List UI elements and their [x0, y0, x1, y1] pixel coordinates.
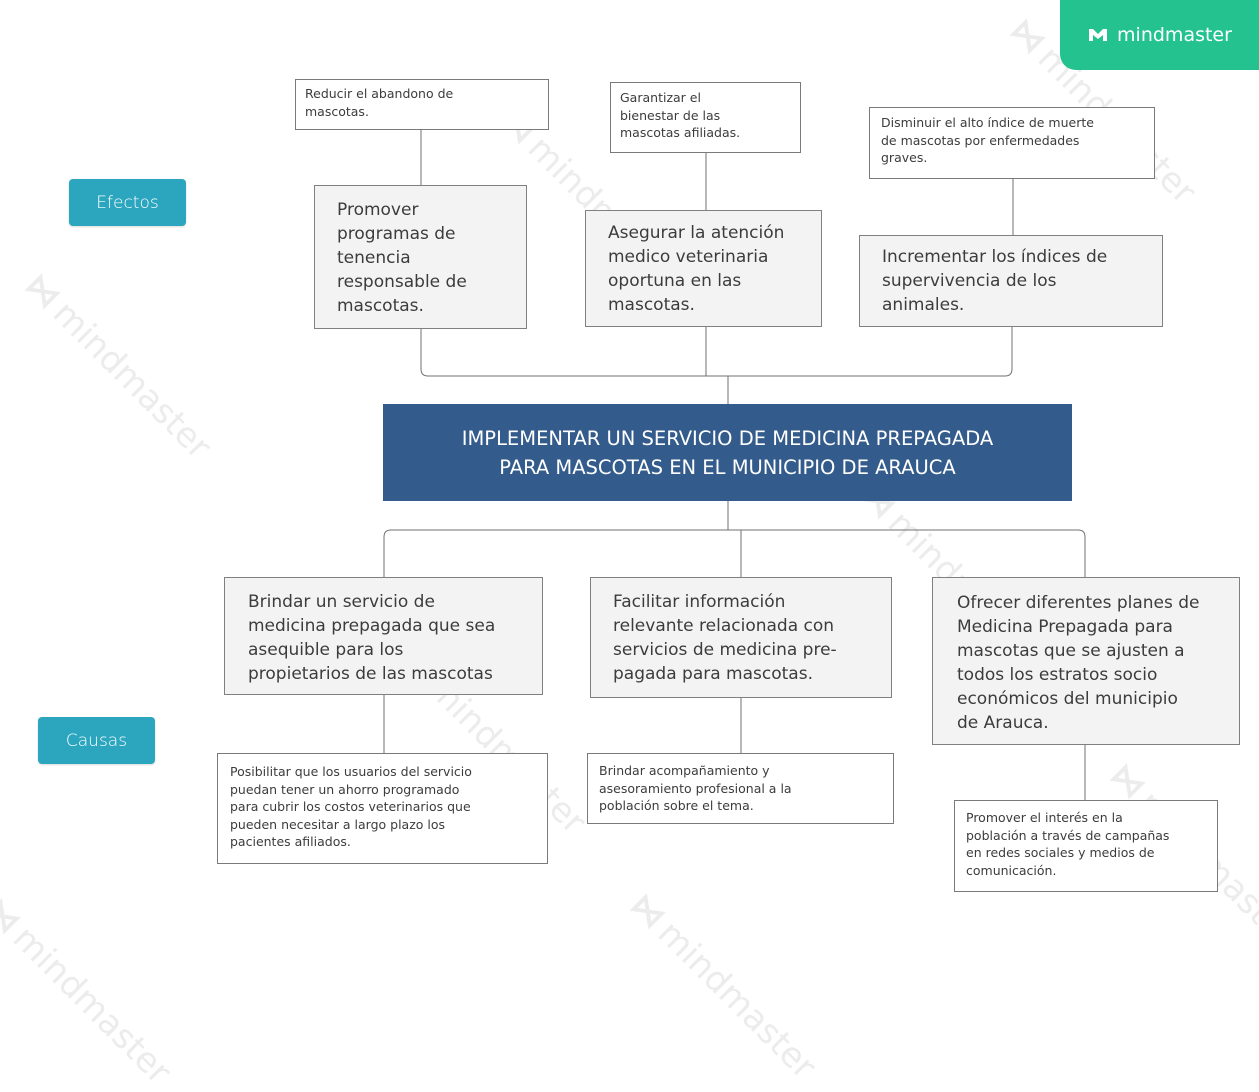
brand-name: mindmaster	[1117, 24, 1232, 46]
cause-box: Ofrecer diferentes planes de Medicina Pr…	[932, 577, 1240, 745]
effect-detail-box: Disminuir el alto índice de muerte de ma…	[869, 107, 1155, 179]
effect-box: Promover programas de tenencia responsab…	[314, 185, 527, 329]
effects-tag: Efectos	[69, 179, 186, 226]
effect-box: Asegurar la atención medico veterinaria …	[585, 210, 822, 327]
mindmaster-logo: mindmaster	[1060, 0, 1259, 70]
effect-box: Incrementar los índices de supervivencia…	[859, 235, 1163, 327]
mindmaster-logo-icon	[1089, 29, 1108, 41]
cause-detail-box: Brindar acompañamiento y asesoramiento p…	[587, 753, 894, 824]
cause-detail-box: Promover el interés en la población a tr…	[954, 800, 1218, 892]
central-topic: IMPLEMENTAR UN SERVICIO DE MEDICINA PREP…	[383, 404, 1072, 501]
cause-box: Brindar un servicio de medicina prepagad…	[224, 577, 543, 695]
effect-detail-box: Reducir el abandono de mascotas.	[295, 79, 549, 130]
causes-tag: Causas	[38, 717, 155, 764]
cause-box: Facilitar información relevante relacion…	[590, 577, 892, 698]
effect-detail-box: Garantizar el bienestar de las mascotas …	[610, 82, 801, 153]
cause-detail-box: Posibilitar que los usuarios del servici…	[217, 753, 548, 864]
watermark: ⋈mindmaster	[0, 890, 179, 1092]
connector-lines	[383, 130, 1086, 800]
